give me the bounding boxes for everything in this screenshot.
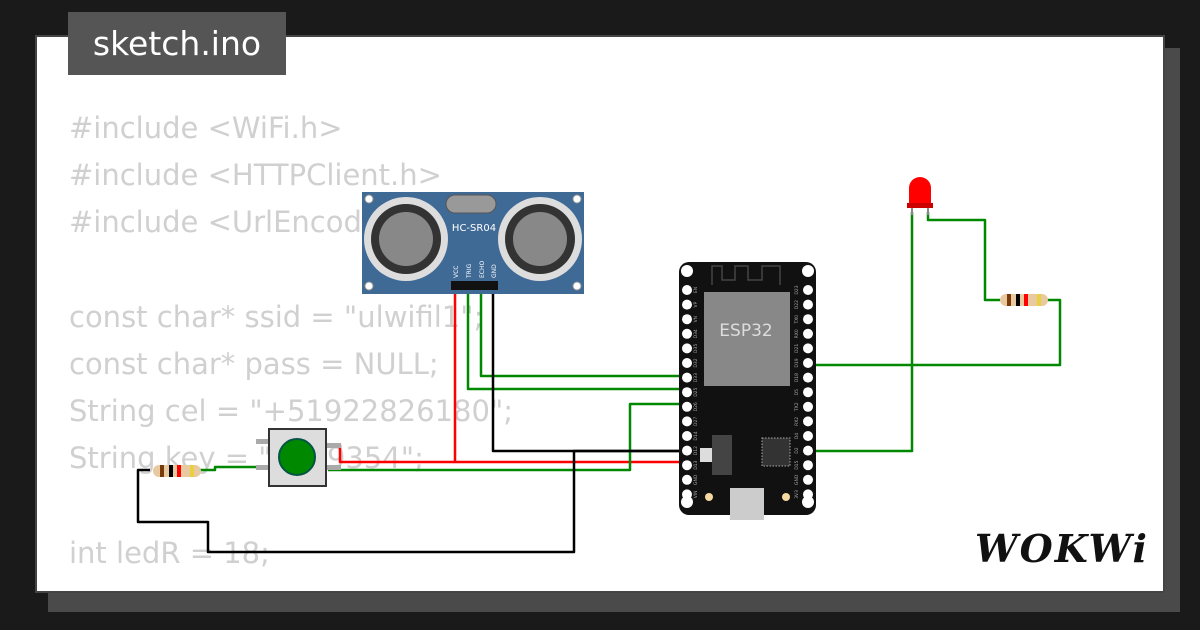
pin-label: D25	[693, 387, 699, 396]
hc-sr04-sensor[interactable]: HC-SR04 VCC TRIG ECHO GND	[362, 192, 584, 294]
pin-label: D22	[794, 300, 800, 309]
pin-label: D32	[693, 358, 699, 367]
pin-label: VCC	[453, 266, 460, 278]
esp32-board[interactable]: ESP32 ENVPVND34D35D32D33D25D26D27D14D12D…	[679, 262, 816, 520]
pin-label: GND	[794, 474, 800, 485]
pin-label: VIN	[693, 491, 699, 499]
pin-label: D27	[693, 417, 699, 426]
pin-label: D13	[693, 460, 699, 469]
preview-panel: #include <WiFi.h> #include <HTTPClient.h>…	[35, 35, 1165, 593]
pin-label: ECHO	[479, 261, 486, 278]
pin-label: D2	[794, 447, 800, 453]
wokwi-logo: WOKWi	[975, 526, 1149, 571]
pin-vn[interactable]	[682, 314, 692, 325]
pin-label: RX0	[794, 329, 800, 338]
pin-d5[interactable]	[803, 387, 813, 398]
wire-led-gnd[interactable]	[808, 212, 914, 453]
led-resistor[interactable]	[1000, 294, 1048, 306]
pin-d13[interactable]	[682, 460, 692, 471]
pin-d18[interactable]	[803, 372, 813, 383]
pin-d4[interactable]	[803, 431, 813, 441]
pin-tx2[interactable]	[803, 401, 813, 412]
pin-label: D23	[794, 285, 800, 294]
wire-trig[interactable]	[466, 292, 686, 391]
pin-label: VP	[693, 301, 699, 307]
code-line: #include <HTTPClient.h>	[69, 158, 442, 193]
pin-label: GND	[491, 264, 498, 278]
pin-gnd[interactable]	[682, 474, 692, 485]
pin-label: D19	[794, 358, 800, 367]
pin-label: D21	[794, 344, 800, 353]
pin-d23[interactable]	[803, 285, 813, 295]
pin-label: GND	[693, 474, 699, 485]
pin-d32[interactable]	[682, 358, 692, 368]
pin-d34[interactable]	[682, 328, 692, 339]
pin-vin[interactable]	[682, 489, 692, 500]
wire-button-resistor[interactable]	[200, 465, 270, 472]
pin-d21[interactable]	[803, 343, 813, 354]
pin-label: VN	[693, 316, 699, 322]
wire-gnd[interactable]	[491, 292, 686, 453]
pin-d2[interactable]	[803, 445, 813, 456]
sensor-label: HC-SR04	[452, 223, 496, 234]
pin-d33[interactable]	[682, 372, 692, 383]
pin-en[interactable]	[682, 285, 692, 295]
pin-label: EN	[693, 287, 699, 293]
pin-tx0[interactable]	[803, 314, 813, 325]
code-line: const char* ssid = "ulwifil1";	[69, 299, 484, 334]
pin-d14[interactable]	[682, 431, 692, 441]
pin-d22[interactable]	[803, 299, 813, 310]
pin-label: D15	[794, 460, 800, 469]
wire-resistor-gnd[interactable]	[136, 449, 686, 554]
wire-echo[interactable]	[479, 292, 686, 378]
pin-label: D26	[693, 402, 699, 411]
pin-d15[interactable]	[803, 460, 813, 471]
pin-d19[interactable]	[803, 358, 813, 368]
pin-label: TX2	[794, 402, 800, 412]
pin-rx2[interactable]	[803, 416, 813, 427]
board-label: ESP32	[719, 321, 772, 341]
pin-label: RX2	[794, 417, 800, 426]
pin-label: D18	[794, 373, 800, 382]
pin-label: D5	[794, 389, 800, 395]
pin-vp[interactable]	[682, 299, 692, 310]
pin-label: 3V3	[794, 490, 800, 499]
file-title: sketch.ino	[68, 12, 286, 75]
pin-d26[interactable]	[682, 401, 692, 412]
pin-label: TRIG	[466, 263, 473, 279]
red-led[interactable]	[907, 177, 933, 215]
code-line: const char* pass = NULL;	[69, 346, 439, 381]
pin-d35[interactable]	[682, 343, 692, 354]
resistor[interactable]	[153, 465, 201, 477]
wire-led-resistor[interactable]	[808, 298, 1062, 367]
pin-label: TX0	[794, 315, 800, 325]
wire-led-anode[interactable]	[926, 212, 1000, 302]
pin-d25[interactable]	[682, 387, 692, 398]
pin-label: D12	[693, 446, 699, 455]
pin-d12[interactable]	[682, 445, 692, 456]
pin-3v3[interactable]	[803, 489, 813, 500]
push-button[interactable]	[256, 428, 341, 487]
code-line: #include <WiFi.h>	[69, 111, 343, 145]
pin-gnd[interactable]	[803, 474, 813, 485]
pin-label: D33	[693, 373, 699, 382]
pin-label: D14	[693, 431, 699, 440]
pin-rx0[interactable]	[803, 328, 813, 339]
wire-button-signal[interactable]	[328, 402, 686, 472]
code-line: String cel = "+51922826180";	[69, 394, 514, 429]
pin-label: D34	[693, 329, 699, 338]
pin-label: D4	[794, 433, 800, 439]
wire-button-vcc[interactable]	[328, 443, 455, 464]
pin-d27[interactable]	[682, 416, 692, 427]
pin-label: D35	[693, 344, 699, 353]
